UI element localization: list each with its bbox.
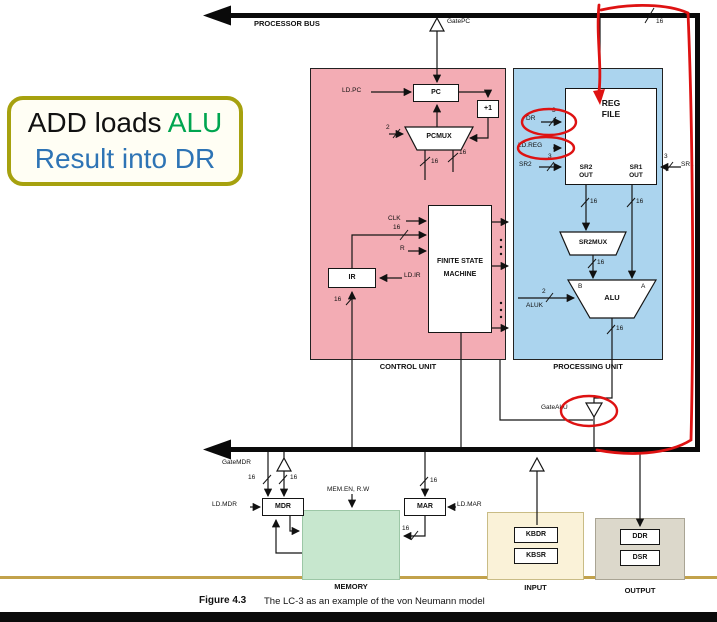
processing-unit-label: PROCESSING UNIT	[553, 362, 623, 371]
gate-pc-triangle	[428, 16, 446, 32]
callout-text-green: ALU	[167, 107, 223, 139]
ld-reg-label: LD.REG	[518, 142, 543, 149]
output-label: OUTPUT	[624, 586, 656, 595]
ddr-label: DDR	[632, 533, 648, 541]
ld-ir-label: LD.IR	[404, 272, 421, 279]
alu-label: ALU	[604, 293, 620, 302]
ir-bus-width: 16	[334, 296, 342, 303]
gate-pc-label: GatePC	[447, 18, 471, 25]
bus-arrow-left-top	[203, 5, 231, 26]
kbsr-label: KBSR	[526, 552, 546, 560]
mdr-register: MDR	[262, 498, 304, 516]
aluk-label: ALUK	[526, 302, 543, 309]
r-label: R	[400, 245, 405, 252]
mar-mem-width: 16	[402, 525, 410, 532]
dr-width: 3	[552, 107, 556, 114]
ddr-register: DDR	[620, 529, 660, 545]
slide-footer-bar	[0, 612, 717, 622]
ld-pc-label: LD.PC	[342, 87, 362, 94]
dsr-label: DSR	[632, 554, 648, 562]
ld-mdr-label: LD.MDR	[212, 501, 237, 508]
gate-alu-label: GateALU	[541, 404, 568, 411]
sr2-out-port: SR2 OUT	[579, 164, 593, 179]
callout-line-2: Result into DR	[34, 143, 216, 174]
mdr-label: MDR	[275, 503, 291, 511]
callout-text-black: ADD loads	[27, 107, 168, 139]
pcmux-in-width-left: 16	[431, 158, 439, 165]
memory-region	[302, 510, 400, 580]
processor-bus-label: PROCESSOR BUS	[254, 19, 320, 28]
alu-a-input: A	[641, 283, 646, 290]
sr2mux-out-width: 16	[597, 259, 605, 266]
alu-out-width: 16	[616, 325, 624, 332]
mar-bus-width: 16	[430, 477, 438, 484]
kbsr-register: KBSR	[514, 548, 558, 564]
alu-b-input: B	[578, 283, 583, 290]
sr1out-width: 16	[636, 198, 644, 205]
reg-file-box: REG FILE SR2 OUT SR1 OUT	[565, 88, 657, 185]
mdr-bus-width-b: 16	[290, 474, 298, 481]
ir-fsm-width: 16	[393, 224, 401, 231]
pcmux-in-width-right: 16	[459, 149, 467, 156]
kbdr-label: KBDR	[525, 531, 547, 539]
gate-mdr-triangle	[275, 456, 293, 472]
aluk-width: 2	[542, 288, 546, 295]
input-gate-triangle	[528, 456, 546, 472]
mar-register: MAR	[404, 498, 446, 516]
callout-line-1: ADD loads ALU	[28, 105, 223, 141]
pcmux-label: PCMUX	[426, 133, 452, 140]
mar-label: MAR	[417, 503, 433, 511]
input-region	[487, 512, 584, 580]
dr-label: DR	[526, 115, 536, 122]
plus-one-box: +1	[477, 100, 499, 118]
bus-arrow-left-bottom	[203, 439, 231, 460]
pcmux-select-width: 2	[386, 124, 390, 131]
plus-one-label: +1	[484, 105, 492, 113]
sr2out-width: 16	[590, 198, 598, 205]
memory-label: MEMORY	[334, 582, 368, 591]
pc-register: PC	[413, 84, 459, 102]
kbdr-register: KBDR	[514, 527, 558, 543]
ir-register: IR	[328, 268, 376, 288]
output-region	[595, 518, 685, 580]
sr1-width: 3	[664, 153, 668, 160]
annotation-callout: ADD loads ALU Result into DR	[7, 96, 243, 186]
gate-mdr-label: GateMDR	[222, 459, 251, 466]
dsr-register: DSR	[620, 550, 660, 566]
reg-file-label: REG FILE	[601, 98, 621, 119]
sr1-out-port: SR1 OUT	[629, 164, 643, 179]
ir-label: IR	[348, 274, 356, 282]
mem-en-rw-label: MEM.EN, R.W	[327, 486, 370, 493]
clk-label: CLK	[388, 215, 401, 222]
sr2mux-label: SR2MUX	[578, 239, 608, 246]
control-unit-label: CONTROL UNIT	[379, 362, 437, 371]
gate-alu-triangle	[584, 402, 604, 419]
ld-mar-label: LD.MAR	[457, 501, 482, 508]
finite-state-machine-box: FINITE STATE MACHINE	[428, 205, 492, 333]
bus-width-top: 16	[656, 18, 664, 25]
figure-caption: The LC-3 as an example of the von Neuman…	[264, 596, 485, 607]
input-label: INPUT	[524, 583, 547, 592]
mdr-bus-width-a: 16	[248, 474, 256, 481]
sr2-width: 3	[548, 153, 552, 160]
sr2-select-label: SR2	[519, 161, 532, 168]
pc-label: PC	[431, 89, 441, 97]
figure-number: Figure 4.3	[199, 595, 247, 606]
sr1-select-label: SR1	[681, 161, 694, 168]
red-circle-gate-alu	[559, 394, 619, 428]
